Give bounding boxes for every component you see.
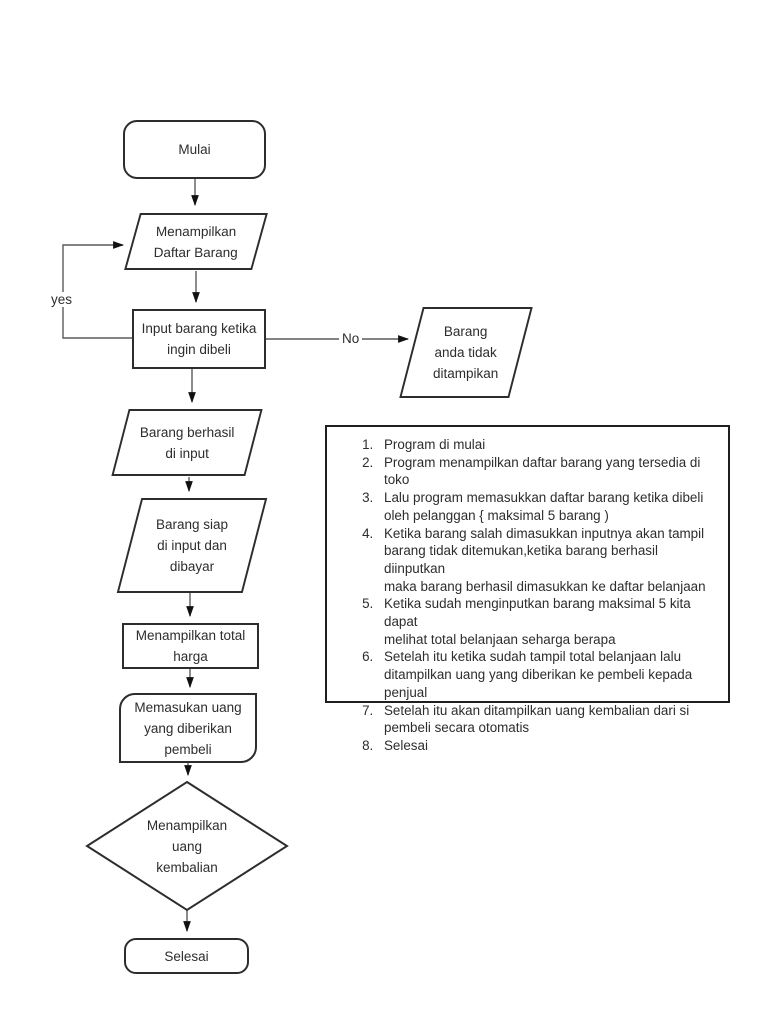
node-item-ready-label: Barang siap di input dan dibayar <box>155 517 229 574</box>
node-input-item-label: Input barang ketika ingin dibeli <box>141 321 257 357</box>
list-item: Setelah itu akan ditampilkan uang kembal… <box>377 702 720 737</box>
node-item-success-label: Barang berhasil di input <box>139 424 235 461</box>
list-item: Program di mulai <box>377 436 720 454</box>
notes-box: Program di mulai Program menampilkan daf… <box>325 425 730 753</box>
node-insert-money-label: Memasukan uang yang diberikan pembeli <box>134 699 242 757</box>
node-start-label: Mulai <box>178 142 211 157</box>
node-input-item: Input barang ketika ingin dibeli <box>132 309 266 369</box>
node-item-not-shown-label: Barang anda tidak ditampikan <box>433 324 499 381</box>
node-end-label: Selesai <box>164 948 209 964</box>
list-item: Lalu program memasukkan daftar barang ke… <box>377 489 720 524</box>
node-item-success: Barang berhasil di input <box>111 409 263 476</box>
node-show-total: Menampilkan total harga <box>122 623 259 669</box>
node-display-items: Menampilkan Daftar Barang <box>124 213 268 270</box>
node-insert-money: Memasukan uang yang diberikan pembeli <box>119 693 257 763</box>
notes-list: Program di mulai Program menampilkan daf… <box>327 436 728 755</box>
edge-label-yes: yes <box>48 292 76 307</box>
list-item: Setelah itu ketika sudah tampil total be… <box>377 648 720 701</box>
node-show-total-label: Menampilkan total harga <box>135 628 246 664</box>
edge-yes-loop <box>62 241 132 339</box>
edge-label-no: No <box>339 331 363 346</box>
node-item-not-shown: Barang anda tidak ditampikan <box>399 307 533 398</box>
list-item: Selesai <box>377 737 720 755</box>
list-item: Program menampilkan daftar barang yang t… <box>377 454 720 489</box>
node-show-change: Menampilkan uang kembalian <box>112 800 262 892</box>
list-item: Ketika sudah menginputkan barang maksima… <box>377 595 720 648</box>
decision-diamond-shape <box>85 780 289 912</box>
node-item-ready: Barang siap di input dan dibayar <box>116 498 268 593</box>
node-display-items-label: Menampilkan Daftar Barang <box>153 223 238 260</box>
node-start: Mulai <box>123 120 266 179</box>
list-item: Ketika barang salah dimasukkan inputnya … <box>377 525 720 596</box>
node-end: Selesai <box>124 938 249 974</box>
node-show-change-label: Menampilkan uang kembalian <box>146 817 228 875</box>
